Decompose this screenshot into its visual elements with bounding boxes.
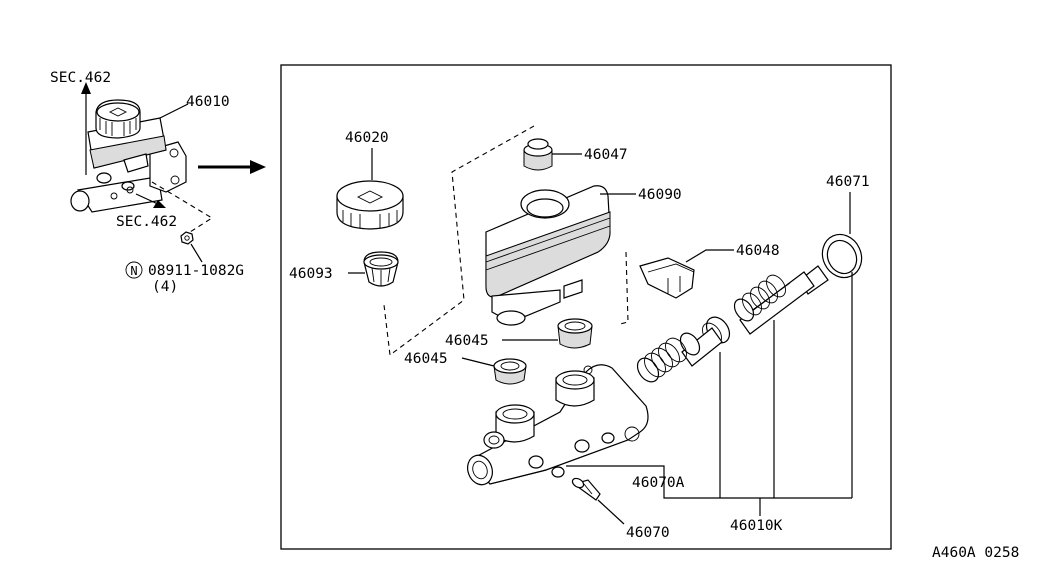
leader-46070A — [566, 465, 665, 480]
leader-overview-46010 — [159, 103, 189, 119]
reservoir-cap — [336, 180, 404, 230]
nut-marker-circle — [125, 261, 143, 279]
arrow-up-icon — [81, 82, 91, 175]
arrow-right-icon — [198, 160, 266, 174]
o-ring — [551, 466, 565, 478]
callout-46045-lower: 46045 — [404, 351, 448, 367]
overview-master-cylinder — [70, 99, 187, 213]
leader-46070 — [597, 499, 625, 525]
secondary-spring — [636, 337, 687, 383]
leader-46045-lower — [461, 357, 495, 367]
sec-bottom-label: SEC.462 — [116, 214, 177, 230]
level-sensor — [639, 257, 695, 299]
overview-assembly: SEC.462 — [50, 70, 244, 295]
secondary-piston-assembly — [636, 316, 731, 383]
sec-top-label: SEC.462 — [50, 70, 111, 86]
nut-part-number: 08911-1082G — [148, 263, 244, 279]
callout-46010K: 46010K — [730, 518, 783, 534]
drawing-code: A460A 0258 — [932, 545, 1019, 561]
callout-46048: 46048 — [736, 243, 780, 259]
primary-spring — [733, 274, 786, 322]
cup-seal-ring — [821, 233, 863, 279]
strainer — [363, 251, 399, 287]
kit-bracket-lines — [663, 272, 853, 516]
sensor-dashed-outline — [619, 251, 629, 325]
primary-piston-assembly — [733, 265, 829, 335]
reservoir-tank — [485, 185, 611, 326]
nut-quantity: (4) — [152, 279, 178, 295]
callout-46090: 46090 — [638, 187, 682, 203]
callout-46047: 46047 — [584, 147, 628, 163]
callout-46070: 46070 — [626, 525, 670, 541]
callout-46020: 46020 — [345, 130, 389, 146]
stopper-bolt — [571, 477, 601, 501]
leader-46048 — [685, 249, 734, 263]
master-cylinder-body — [467, 364, 649, 486]
overview-part-46010: 46010 — [186, 94, 230, 110]
callout-46045-upper: 46045 — [445, 333, 489, 349]
callout-46093: 46093 — [289, 266, 333, 282]
nut-icon — [180, 231, 194, 245]
arrow-down-right-icon — [135, 193, 166, 208]
filler-plug — [523, 138, 553, 171]
callout-46071: 46071 — [826, 174, 870, 190]
nut-marker: N — [130, 264, 137, 278]
grommet-upper — [557, 318, 593, 349]
grommet-lower — [493, 358, 527, 385]
detail-frame — [280, 64, 892, 550]
callout-46070A: 46070A — [632, 475, 685, 491]
